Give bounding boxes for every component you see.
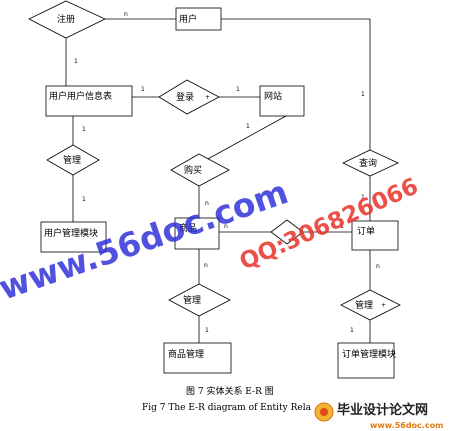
label-manage-order: 管理 [355, 299, 373, 311]
label-user-mgmt: 用户管理模块 [44, 227, 98, 239]
diamond-mark: + [381, 302, 386, 309]
entity-user [175, 7, 222, 31]
card-site-buy: 1 [246, 123, 250, 130]
label-product: 商品 [179, 222, 197, 234]
diamond-login [158, 79, 220, 115]
line-user-query [221, 18, 371, 150]
diamond-buy [170, 153, 230, 187]
entity-user-info [45, 85, 133, 117]
label-product-mgmt: 商品管理 [168, 348, 204, 360]
card-reg-user: n [124, 11, 128, 18]
diamond-manage-product [168, 283, 231, 317]
card-manage-pmgmt: 1 [205, 327, 209, 334]
card-manage-umod: 1 [82, 196, 86, 203]
diamond-register [28, 0, 106, 39]
entity-order [351, 220, 399, 251]
label-buy: 购买 [184, 164, 202, 176]
card-buy-product: n [205, 200, 209, 207]
card-order-side: 1 [340, 223, 344, 230]
card-user-query: 1 [361, 91, 365, 98]
label-login: 登录 [176, 92, 194, 103]
card-info-manage: 1 [82, 126, 86, 133]
label-user-info: 用户用户信息表 [49, 90, 112, 102]
entity-product [174, 217, 220, 250]
card-reg-info: 1 [74, 58, 78, 65]
diamond-manage-order [340, 289, 401, 321]
card-query-order: 1 [361, 194, 365, 201]
label-manage-product: 管理 [183, 294, 201, 306]
logo-title: 毕业设计论文网 [337, 402, 428, 418]
caption-en: Fig 7 The E-R diagram of Entity Rela [142, 403, 312, 413]
card-product-order: n [224, 223, 228, 230]
connector-lines [65, 18, 371, 343]
caption-zh: 图 7 实体关系 E-R 图 [186, 385, 274, 397]
diamond-product-order [270, 219, 304, 245]
site-logo: 毕业设计论文网 www.56doc.com [314, 402, 443, 430]
entity-website [259, 85, 305, 117]
diamond-mark: + [205, 94, 210, 101]
label-query: 查询 [359, 157, 377, 169]
label-manage-user: 管理 [63, 154, 81, 166]
entity-user-mgmt [40, 221, 107, 253]
logo-emblem-core [320, 408, 328, 416]
line-site-buy [205, 115, 287, 161]
diamond-query [342, 149, 399, 177]
label-order-mgmt: 订单管理模块 [342, 348, 396, 360]
entity-product-mgmt [163, 342, 232, 374]
entities: 用户 用户用户信息表 网站 用户管理模块 商品 订单 商品管理 订单管理模块 [40, 7, 399, 379]
label-user: 用户 [179, 13, 197, 25]
entity-order-mgmt [337, 342, 395, 379]
card-login-site: 1 [236, 86, 240, 93]
label-website: 网站 [264, 90, 282, 102]
card-order-manage: n [376, 263, 380, 270]
card-manage-omod: 1 [350, 327, 354, 334]
card-product-manage: n [204, 262, 208, 269]
label-order: 订单 [357, 225, 375, 237]
cardinalities: n 1 1 1 1 1 1 n 1 1 n 1 n 1 n 1 [74, 11, 380, 334]
label-register: 注册 [57, 13, 75, 25]
relationships: 注册 登录 + 管理 购买 查询 管理 管理 + [28, 0, 401, 321]
diamond-manage-user [46, 144, 100, 176]
card-info-login: 1 [141, 86, 145, 93]
logo-url: www.56doc.com [370, 421, 443, 430]
